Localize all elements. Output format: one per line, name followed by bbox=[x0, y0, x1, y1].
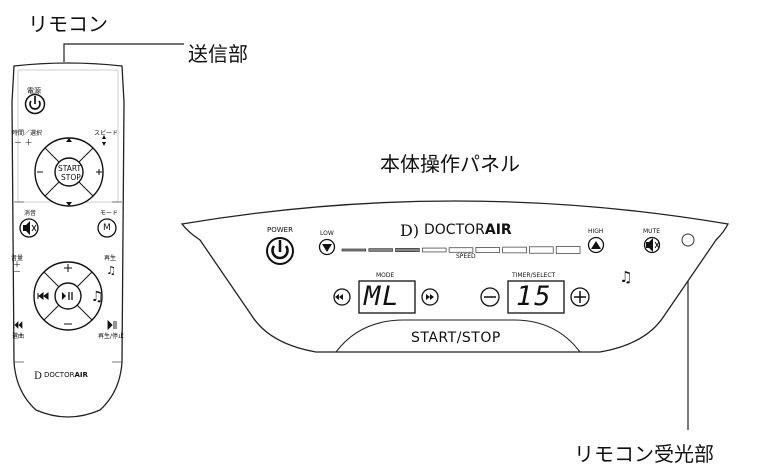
speed-segment bbox=[448, 247, 474, 253]
remote-mute-label: 消音 bbox=[24, 210, 37, 217]
remote-mute-button[interactable] bbox=[19, 218, 39, 238]
panel-timer-plus-button[interactable] bbox=[570, 287, 590, 307]
speed-segment bbox=[475, 247, 501, 253]
up-arrow-icon bbox=[66, 138, 72, 142]
panel-mute-button[interactable] bbox=[643, 236, 661, 254]
speed-segment bbox=[341, 248, 367, 252]
remote-start-line1: START bbox=[58, 164, 82, 173]
panel-power-label: POWER bbox=[267, 226, 293, 234]
panel-timer-minus-button[interactable] bbox=[480, 287, 500, 307]
panel-high-button[interactable] bbox=[587, 236, 605, 254]
remote-brand: DOCTORAIR bbox=[44, 371, 88, 379]
remote-speed-label: スピード bbox=[94, 130, 119, 137]
music-small-icon: ♫ bbox=[106, 264, 116, 277]
remote-mode-key: M bbox=[103, 223, 111, 233]
remote-volume-signs: ＋ － bbox=[13, 260, 21, 276]
remote-power-button[interactable] bbox=[24, 93, 46, 115]
speed-segment bbox=[555, 246, 581, 254]
panel-mode-label: MODE bbox=[376, 272, 395, 279]
mode-display-value: ML bbox=[364, 281, 401, 312]
remote-time-select-label: 時間／選択 bbox=[12, 130, 43, 137]
music-note-icon: ♫ bbox=[619, 268, 632, 286]
speed-arrows-icon bbox=[102, 135, 106, 146]
down-arrow-icon bbox=[66, 202, 72, 206]
play-pause-icon bbox=[62, 292, 66, 300]
speed-level-bar bbox=[341, 246, 581, 254]
panel-power-button[interactable] bbox=[266, 237, 294, 265]
timer-display bbox=[507, 280, 565, 314]
panel-title: 本体操作パネル bbox=[380, 152, 520, 176]
prev-label-icon bbox=[13, 321, 23, 329]
panel-mute-label: MUTE bbox=[643, 228, 661, 235]
speed-segment bbox=[368, 248, 393, 252]
remote-start-stop-button bbox=[54, 157, 84, 187]
timer-display-value: 15 bbox=[516, 281, 553, 312]
remote-play-label: 再生/停止 bbox=[98, 333, 125, 340]
mode-display bbox=[358, 280, 416, 314]
remote-media-pad[interactable]: ♫ bbox=[33, 261, 104, 331]
speed-segment bbox=[529, 246, 554, 254]
panel-high-label: HIGH bbox=[588, 228, 604, 235]
transmitter-label: 送信部 bbox=[188, 42, 248, 66]
panel-brand: DOCTORAIR bbox=[424, 222, 512, 238]
panel-mode-next-button[interactable] bbox=[421, 288, 439, 306]
previous-track-icon bbox=[37, 292, 49, 300]
play-label-icon bbox=[107, 319, 117, 331]
speed-segment bbox=[395, 248, 420, 252]
down-triangle-icon bbox=[322, 244, 332, 252]
remote-power-label: 電源 bbox=[27, 87, 41, 95]
panel-logo-mark: D) bbox=[400, 221, 419, 240]
panel-speed-label: SPEED bbox=[456, 253, 476, 260]
speed-segment bbox=[502, 246, 527, 254]
remote-mode-button[interactable] bbox=[97, 218, 117, 238]
start-stop-arc bbox=[335, 319, 581, 353]
panel-low-label: LOW bbox=[320, 230, 334, 237]
panel-start-stop-button[interactable]: START/STOP bbox=[411, 330, 501, 346]
panel-timer-label: TIMER/SELECT bbox=[512, 272, 556, 279]
receiver-label: リモコン受光部 bbox=[574, 442, 714, 466]
remote-music-label: 再生 bbox=[104, 255, 117, 262]
remote-play-pause-button bbox=[54, 282, 82, 310]
remote-dpad[interactable] bbox=[34, 137, 104, 207]
up-triangle-icon bbox=[591, 241, 601, 249]
remote-control: ♫ ♫ D bbox=[11, 62, 125, 418]
music-note-icon: ♫ bbox=[91, 289, 104, 305]
remote-time-select-signs: － ＋ bbox=[14, 138, 33, 147]
remote-start-line2: STOP bbox=[61, 173, 81, 182]
panel-low-button[interactable] bbox=[318, 238, 336, 256]
remote-receiver-sensor bbox=[681, 233, 695, 247]
remote-title: リモコン bbox=[28, 12, 108, 36]
remote-volume-label: 音量 bbox=[11, 255, 24, 262]
remote-mode-label: モード bbox=[100, 210, 119, 217]
speed-segment bbox=[421, 247, 447, 253]
panel-mode-prev-button[interactable] bbox=[333, 288, 351, 306]
remote-prev-label: 選曲 bbox=[12, 333, 25, 340]
remote-logo-mark: D bbox=[34, 371, 42, 382]
